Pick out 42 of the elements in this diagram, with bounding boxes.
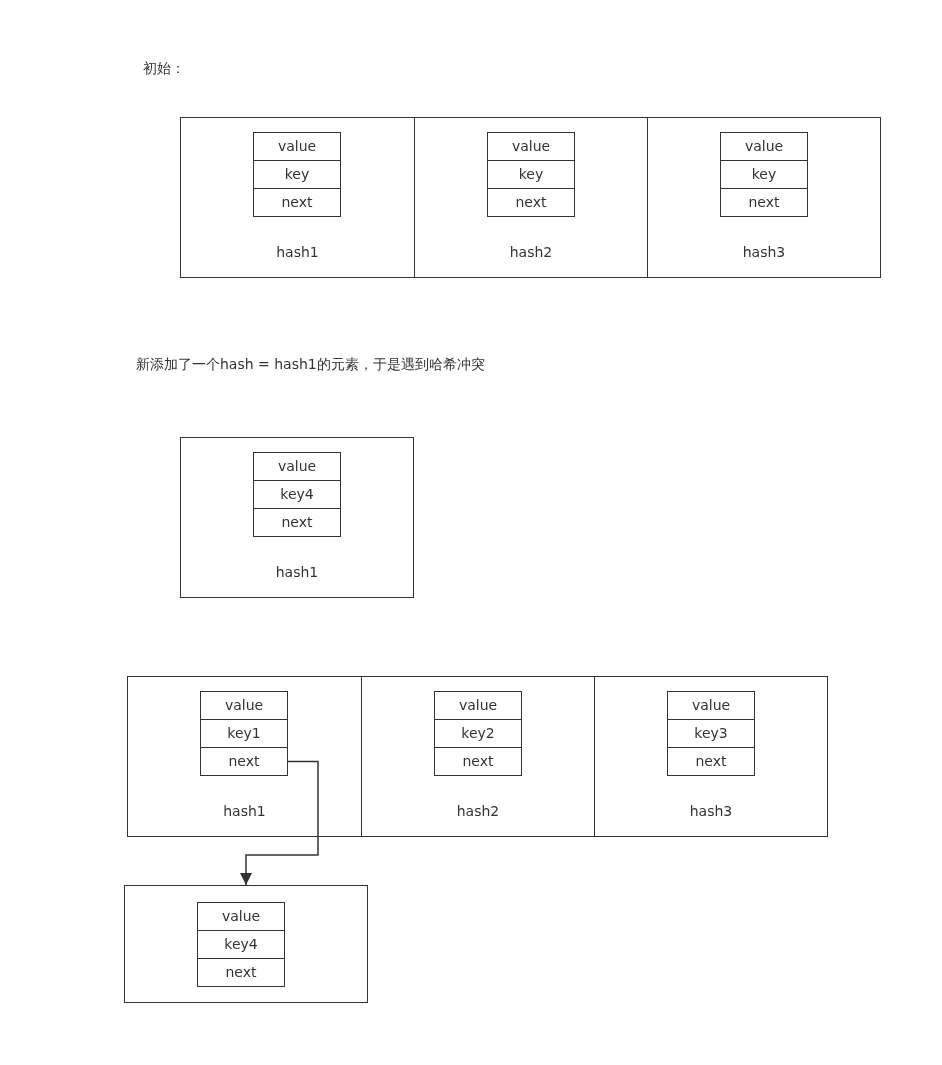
arrow — [240, 760, 319, 886]
record-field: next — [200, 747, 288, 776]
bucket-box — [180, 437, 414, 598]
bucket-box — [414, 117, 648, 278]
record-field: next — [434, 747, 522, 776]
bucket-label: hash3 — [741, 244, 787, 260]
bucket-box — [594, 676, 828, 837]
record-field: value — [720, 132, 808, 161]
record-field: next — [197, 958, 285, 987]
record-field: next — [253, 188, 341, 217]
record-field: key3 — [667, 719, 755, 748]
record-field: key — [253, 160, 341, 189]
record-field: value — [434, 691, 522, 720]
note-text: 初始： — [143, 60, 185, 78]
note-text: 新添加了一个hash = hash1的元素，于是遇到哈希冲突 — [136, 356, 485, 374]
bucket-label: hash2 — [508, 244, 554, 260]
record-field: key4 — [253, 480, 341, 509]
record-field: next — [487, 188, 575, 217]
bucket-box — [361, 676, 595, 837]
bucket-label: hash2 — [455, 803, 501, 819]
bucket-label: hash1 — [274, 564, 320, 580]
bucket-box — [647, 117, 881, 278]
record-field: key2 — [434, 719, 522, 748]
bucket-label: hash1 — [222, 803, 267, 819]
record-field: key — [720, 160, 808, 189]
record-field: value — [253, 452, 341, 481]
record-field: next — [253, 508, 341, 537]
record-field: value — [667, 691, 755, 720]
bucket-label: hash1 — [275, 244, 320, 260]
record-field: value — [200, 691, 288, 720]
record-field: key4 — [197, 930, 285, 959]
record-field: value — [253, 132, 341, 161]
record-field: key — [487, 160, 575, 189]
record-field: value — [487, 132, 575, 161]
bucket-label: hash3 — [688, 803, 734, 819]
record-field: next — [667, 747, 755, 776]
bucket-box — [127, 676, 362, 837]
bucket-box — [124, 885, 368, 1003]
record-field: value — [197, 902, 285, 931]
record-field: next — [720, 188, 808, 217]
bucket-box — [180, 117, 415, 278]
record-field: key1 — [200, 719, 288, 748]
